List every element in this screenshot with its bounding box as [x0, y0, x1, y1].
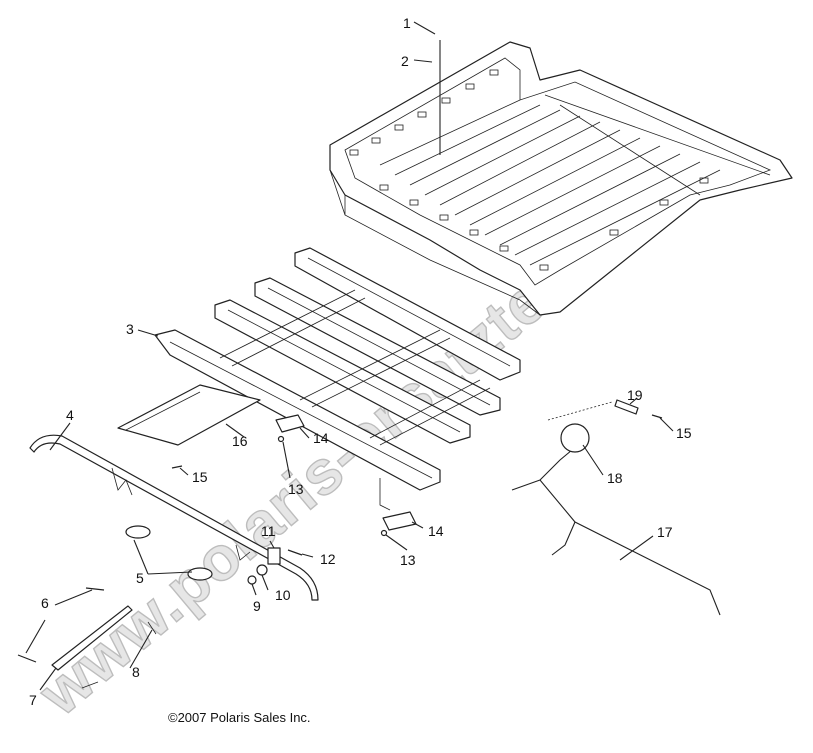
callout-5: 5 — [136, 570, 144, 586]
callout-4: 4 — [66, 407, 74, 423]
clamp-11 — [267, 547, 281, 565]
nut-9 — [247, 575, 257, 585]
pad-14-left — [275, 414, 305, 433]
bushing-lower — [187, 567, 213, 581]
callout-7: 7 — [29, 692, 37, 708]
fitting-19 — [614, 399, 639, 415]
pad-14-right — [382, 511, 417, 531]
spring-8-lower — [81, 681, 99, 689]
connector-18 — [560, 423, 590, 453]
bolt-12 — [287, 549, 303, 556]
callout-16: 16 — [232, 433, 248, 449]
callout-6: 6 — [41, 595, 49, 611]
washer-10 — [256, 564, 268, 576]
screw-15-right — [651, 414, 663, 419]
callout-labels: 1 2 3 4 5 6 7 8 9 10 11 12 13 13 14 14 1… — [29, 15, 692, 708]
cargo-box — [329, 41, 793, 316]
callout-9: 9 — [253, 598, 261, 614]
spring-8-upper — [147, 621, 157, 635]
callout-10: 10 — [275, 587, 291, 603]
screw-13-right — [380, 529, 388, 537]
wiring-harness — [511, 449, 721, 616]
callout-3: 3 — [126, 321, 134, 337]
bushing-upper — [125, 525, 151, 539]
copyright-text: ©2007 Polaris Sales Inc. — [168, 710, 311, 725]
callout-15-left: 15 — [192, 469, 208, 485]
callout-19: 19 — [627, 387, 643, 403]
skid-panel — [117, 384, 261, 446]
stabilizer-bar — [29, 434, 319, 601]
callout-14-right: 14 — [428, 523, 444, 539]
screw-13-left — [277, 435, 285, 443]
pin-6-lower — [17, 654, 37, 663]
callout-18: 18 — [607, 470, 623, 486]
leader-lines — [25, 21, 674, 691]
callout-13-right: 13 — [400, 552, 416, 568]
callout-14-left: 14 — [313, 430, 329, 446]
callout-13-left: 13 — [288, 481, 304, 497]
callout-12: 12 — [320, 551, 336, 567]
screw-15-left — [171, 465, 183, 469]
callout-11: 11 — [261, 523, 276, 539]
callout-15-right: 15 — [676, 425, 692, 441]
pin-6-upper — [85, 587, 105, 591]
bed-frame — [154, 247, 521, 511]
callout-17: 17 — [657, 524, 673, 540]
callout-8: 8 — [132, 664, 140, 680]
callout-2: 2 — [401, 53, 409, 69]
callout-1: 1 — [403, 15, 411, 31]
